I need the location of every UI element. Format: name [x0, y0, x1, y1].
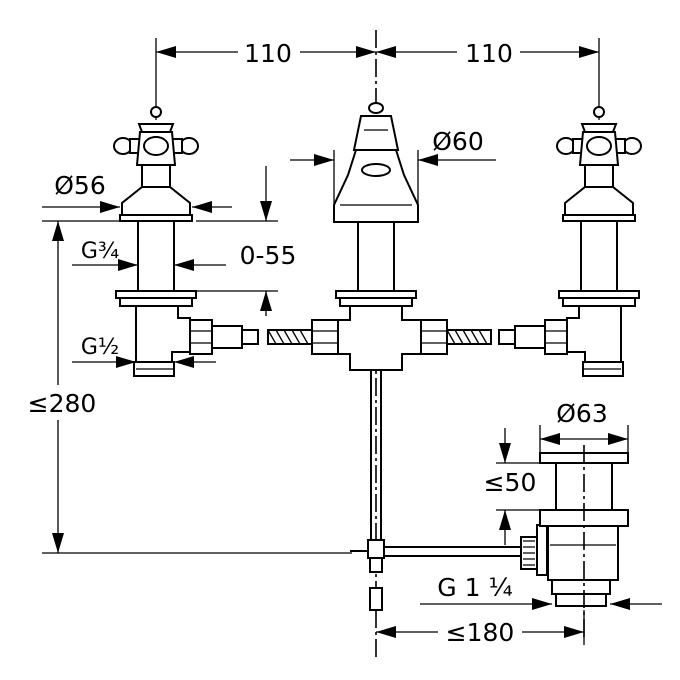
thread-upper-label: G¾ [81, 239, 119, 264]
adjust-range-label: 0-55 [240, 241, 297, 270]
handle-diameter-label: Ø56 [54, 171, 106, 200]
left-valve [113, 106, 243, 377]
waste-diameter-dim: Ø63 [539, 399, 629, 453]
center-spout [333, 102, 422, 611]
connection-hoses [241, 319, 516, 355]
waste-diameter-label: Ø63 [556, 399, 608, 428]
waste-distance-label: ≤180 [446, 618, 515, 647]
left-spacing-label: 110 [244, 39, 292, 68]
spacing-dimension: 110 110 [155, 38, 600, 120]
right-valve [514, 106, 642, 377]
waste-thread-label: G 1 ¼ [437, 573, 512, 602]
adjust-range-dim: 0-55 [196, 166, 296, 316]
waste-distance-dim: ≤180 [376, 610, 585, 647]
spout-diameter-label: Ø60 [432, 127, 484, 156]
waste-drain [350, 445, 629, 640]
thread-lower-dim: G½ [72, 335, 216, 368]
right-spacing-label: 110 [465, 39, 513, 68]
waste-height-label: ≤50 [484, 468, 537, 497]
max-height-label: ≤280 [28, 389, 97, 418]
max-height-dim: ≤280 [28, 220, 352, 554]
thread-lower-label: G½ [81, 335, 119, 360]
waste-height-dim: ≤50 [484, 428, 556, 545]
handle-diameter-dim: Ø56 [42, 171, 232, 213]
thread-upper-dim: G¾ [72, 239, 226, 271]
spout-diameter-dim: Ø60 [290, 127, 496, 222]
waste-thread-dim: G 1 ¼ [420, 573, 662, 610]
